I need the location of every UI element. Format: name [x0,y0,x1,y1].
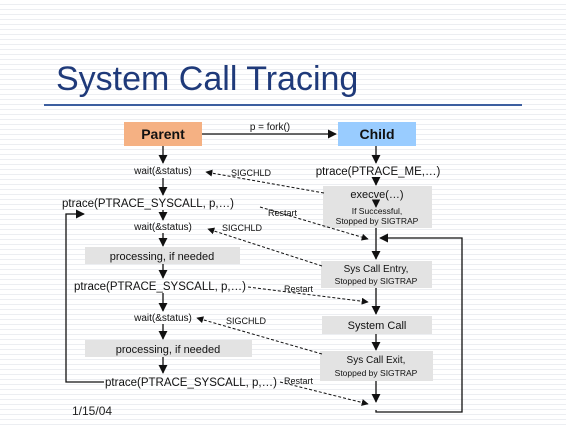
parent-step-processing-2: processing, if needed [116,344,221,356]
child-step-exit-2: Stopped by SIGTRAP [335,368,418,378]
parent-step-wait-3: wait(&status) [133,313,192,324]
child-step-execve: execve(…) [350,189,403,201]
sigchld-label-1: SIGCHLD [231,168,272,178]
child-step-execve-note-2: Stopped by SIGTRAP [336,216,419,226]
parent-step-wait-2: wait(&status) [133,222,192,233]
child-step-entry-1: Sys Call Entry, [344,264,409,275]
child-box [338,122,416,146]
child-step-exit-1: Sys Call Exit, [347,355,406,366]
restart-label-1: Restart [268,208,298,218]
child-exit-box [320,351,433,381]
child-label: Child [360,126,395,142]
child-entry-box [321,261,432,288]
page-title: System Call Tracing [56,60,359,98]
fork-label: p = fork() [250,122,290,133]
restart-arrow-1 [259,206,369,241]
restart-arrow-3 [279,381,369,406]
child-step-traceme: ptrace(PTRACE_ME,…) [316,166,441,178]
title-divider [44,104,522,106]
child-step-execve-note-1: If Successful, [352,206,403,216]
parent-step-ptrace-1: ptrace(PTRACE_SYSCALL, p,…) [62,198,234,210]
sigchld-arrow-3 [196,316,323,355]
child-step-entry-2: Stopped by SIGTRAP [335,276,418,286]
parent-step-ptrace-2: ptrace(PTRACE_SYSCALL, p,…) [74,281,246,293]
child-syscall-box [322,316,432,334]
parent-box [124,122,202,146]
sigchld-label-2: SIGCHLD [222,223,263,233]
child-step-syscall: System Call [348,320,407,332]
parent-processing-box-2 [85,340,252,357]
restart-label-2: Restart [284,284,314,294]
restart-arrow-2 [247,286,369,305]
parent-step-wait-1: wait(&status) [133,166,192,177]
parent-processing-box-1 [85,247,240,264]
parent-step-ptrace-3: ptrace(PTRACE_SYSCALL, p,…) [105,377,277,389]
parent-step-processing-1: processing, if needed [110,251,215,263]
slide-date: 1/15/04 [72,404,113,418]
parent-label: Parent [141,126,185,142]
child-loop-arrow [375,233,463,413]
restart-label-3: Restart [284,376,314,386]
parent-loop-arrow [65,209,104,383]
sigchld-label-3: SIGCHLD [226,316,267,326]
